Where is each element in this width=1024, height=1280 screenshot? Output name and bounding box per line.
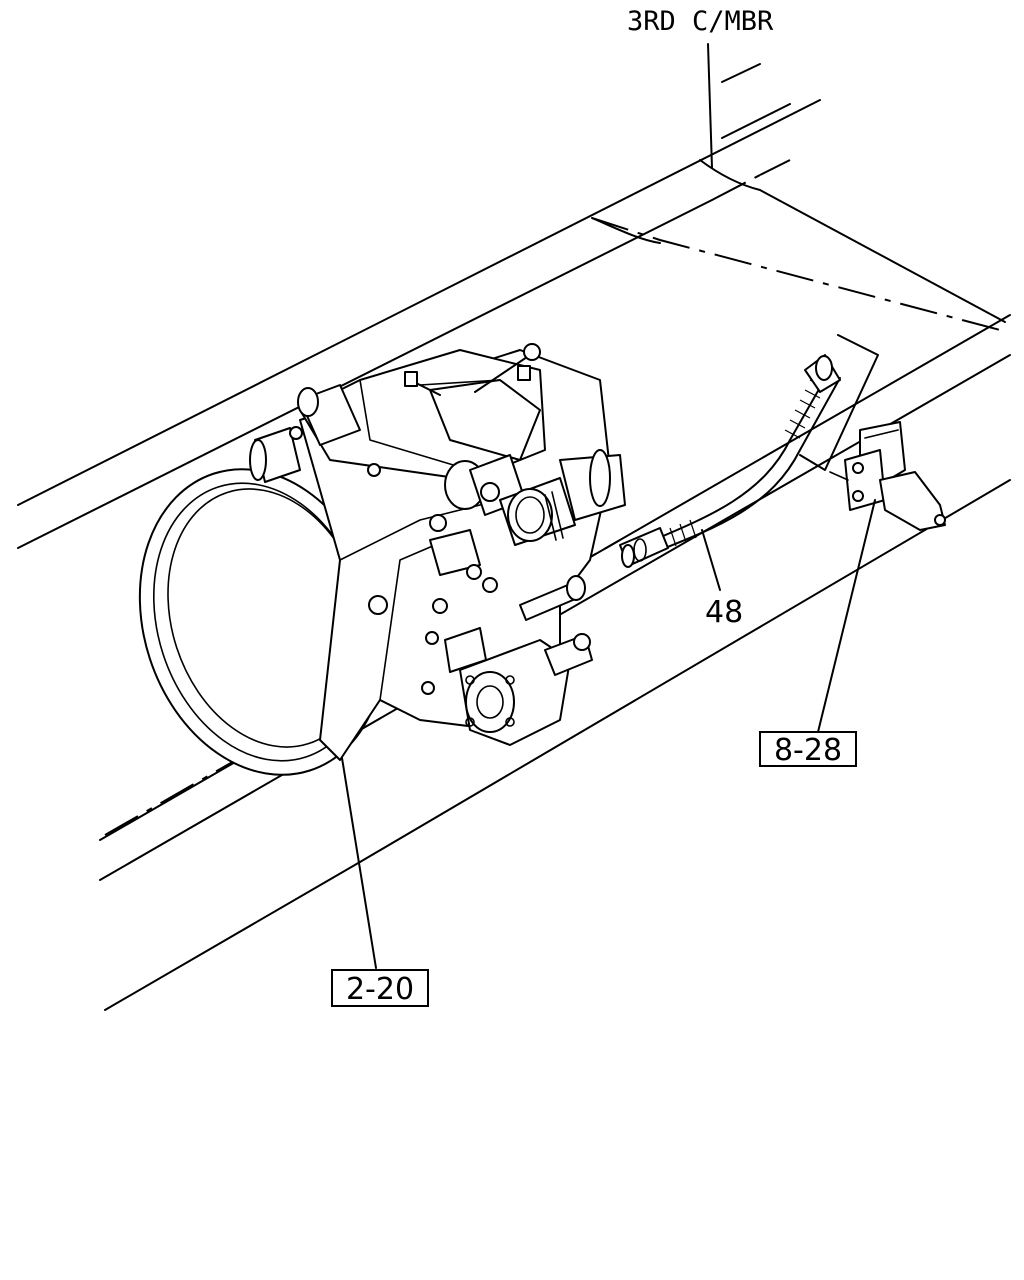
member-label: 3RD C/MBR bbox=[627, 6, 774, 37]
leader-48 bbox=[701, 529, 721, 591]
leader-member bbox=[707, 43, 713, 169]
ref-2-20-label: 2-20 bbox=[346, 972, 414, 1007]
bracket-assembly bbox=[829, 421, 946, 531]
ref-8-28-callout: 8-28 bbox=[759, 731, 857, 768]
ref-8-28-label: 8-28 bbox=[774, 733, 842, 768]
hydraulic-hose bbox=[619, 354, 841, 568]
leader-2-20 bbox=[341, 757, 377, 969]
third-crossmember bbox=[591, 159, 1006, 331]
hose-clip bbox=[799, 334, 879, 471]
leader-8-28 bbox=[817, 499, 876, 733]
part-48-label: 48 bbox=[705, 595, 743, 630]
transmission-assembly bbox=[138, 343, 626, 776]
ref-2-20-callout: 2-20 bbox=[331, 969, 429, 1007]
